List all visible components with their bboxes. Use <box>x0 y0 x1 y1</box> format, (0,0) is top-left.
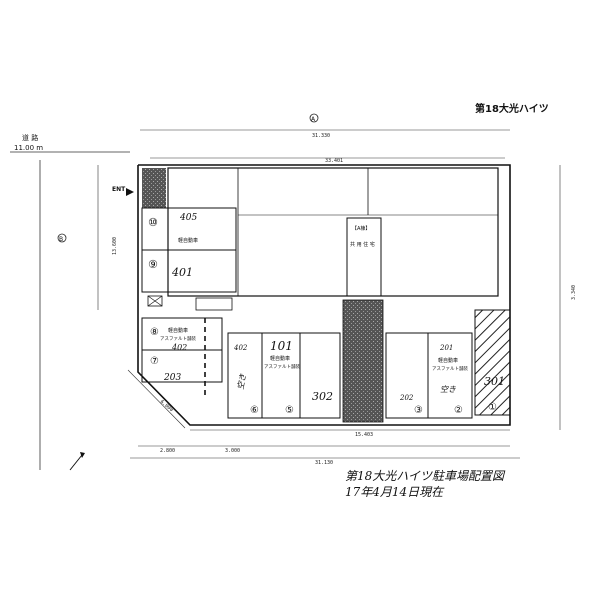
building-label: 【A棟】 <box>352 225 370 232</box>
dimension-left-height: 13.600 <box>112 237 118 255</box>
meter-box-x2 <box>147 295 163 307</box>
slot-5-note: 101 <box>270 339 293 353</box>
slot-10-type: 軽自動車 <box>178 237 198 244</box>
circle-a-label: A <box>311 116 316 123</box>
slot-7-note: 203 <box>163 373 181 383</box>
slot-9[interactable] <box>141 249 237 293</box>
slot-9-no: ⑨ <box>148 258 158 271</box>
dimension-bottom-total: 31.130 <box>315 460 333 466</box>
entrance-paving <box>142 168 166 208</box>
dimension-top-total: 31.330 <box>312 133 330 139</box>
slot-2-note: 201 <box>439 344 453 352</box>
slot-2-type: 軽自動車 <box>438 357 458 364</box>
slot-7-no: ⑦ <box>150 356 159 367</box>
circle-b-marker <box>57 233 67 243</box>
dimension-bottom-inner: 15.403 <box>355 432 373 438</box>
north-arrow-icon <box>69 454 83 471</box>
site-boundary <box>137 164 511 426</box>
slot-2-vacant: 空き <box>440 385 456 394</box>
slot-2-paving: アスファルト舗装 <box>432 365 468 372</box>
slot-6-no: ⑥ <box>250 405 259 416</box>
building-a <box>167 167 499 297</box>
slot-2-no: ② <box>454 405 463 416</box>
dimension-bottom-left: 2.800 <box>160 448 175 454</box>
building-sub: 共 用 住 宅 <box>350 241 375 248</box>
slot-5-type: 軽自動車 <box>270 355 290 362</box>
circle-a-marker <box>309 113 319 123</box>
slot-9-note: 401 <box>171 266 193 279</box>
slot-8-no: ⑧ <box>150 327 159 338</box>
slot-4[interactable] <box>299 332 341 419</box>
caption-title: 第18大光ハイツ駐車場配置図 <box>345 469 506 483</box>
slot-4-note: 302 <box>312 390 333 403</box>
slot-1-note: 301 <box>484 375 505 388</box>
slot-6-vacant: 空き <box>236 373 248 390</box>
slot-3-no: ③ <box>414 405 423 416</box>
slot-8-paving: アスファルト舗装 <box>160 335 196 342</box>
slot-10-note: 405 <box>179 213 197 223</box>
caption-date: 17年4月14日現在 <box>345 485 445 499</box>
dimension-bottom-mid: 3.000 <box>225 448 240 454</box>
road-label: 道 路 <box>22 133 38 142</box>
building-core <box>346 217 382 297</box>
side-text: 3.340 <box>571 285 577 300</box>
slot-2[interactable] <box>427 332 473 419</box>
hatched-area <box>474 309 511 416</box>
slot-1-no: ① <box>488 402 497 413</box>
entrance-arrow-icon <box>126 188 134 196</box>
slot-3-note: 202 <box>399 394 414 402</box>
slot-6-note: 402 <box>233 344 248 352</box>
slot-7[interactable] <box>141 349 223 383</box>
slot-8-type: 軽自動車 <box>168 327 188 334</box>
slot-10-no: ⑩ <box>148 216 158 229</box>
entrance-label: ENT <box>112 186 126 193</box>
circle-b-label: B <box>59 236 63 243</box>
diagonal-edge <box>127 369 186 429</box>
slot-5-paving: アスファルト舗装 <box>264 363 300 370</box>
building-name: 第18大光ハイツ <box>475 102 549 115</box>
slot-5-no: ⑤ <box>285 405 294 416</box>
dimension-inner-top: 33.401 <box>325 158 343 164</box>
road-width: 11.00 m <box>14 144 43 152</box>
meter-box <box>147 295 163 307</box>
north-arrow-head-icon <box>80 452 85 458</box>
slot-8-note: 402 <box>171 343 187 352</box>
central-walkway <box>342 299 384 423</box>
dimension-diagonal: 6.000 <box>159 399 174 413</box>
utility-box <box>195 297 233 311</box>
